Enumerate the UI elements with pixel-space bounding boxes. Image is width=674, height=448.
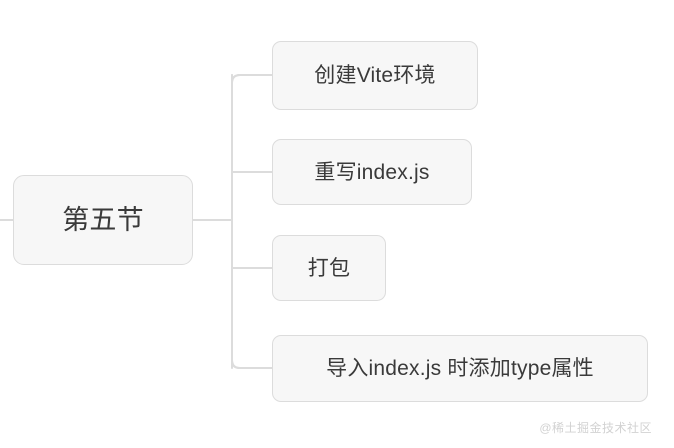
node-label: 创建Vite环境 [314, 64, 436, 87]
connector-elbow-top [231, 74, 241, 84]
connector-branch-1 [231, 74, 273, 84]
mindmap-root-node[interactable]: 第五节 [13, 175, 193, 265]
mindmap-node-import-type-attr[interactable]: 导入index.js 时添加type属性 [272, 335, 648, 402]
connector-elbow-bottom [231, 359, 241, 369]
mindmap-node-rewrite-index-js[interactable]: 重写index.js [272, 139, 472, 205]
node-label: 重写index.js [314, 160, 430, 184]
node-label: 导入index.js 时添加type属性 [326, 357, 594, 380]
node-label: 打包 [307, 256, 351, 280]
connector-branch-4 [231, 359, 273, 369]
watermark-text: @稀土掘金技术社区 [539, 421, 652, 435]
root-node-label: 第五节 [62, 204, 144, 235]
mindmap-node-create-vite-env[interactable]: 创建Vite环境 [272, 41, 478, 110]
mindmap-node-bundle[interactable]: 打包 [272, 235, 386, 301]
